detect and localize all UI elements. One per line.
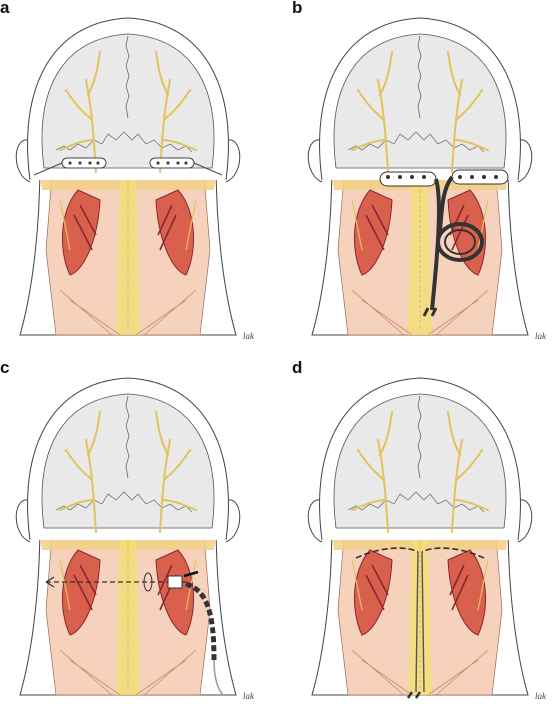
artist-signature: lak <box>243 691 254 701</box>
left-ear <box>307 139 323 183</box>
panel-b-label: b <box>292 0 303 17</box>
left-lead <box>355 547 419 559</box>
skull <box>333 33 507 169</box>
right-occipital-nerve <box>155 411 197 533</box>
right-ear <box>225 499 241 543</box>
left-occipital-nerve <box>351 51 393 173</box>
panel-a-label: a <box>0 0 10 17</box>
right-ear <box>517 139 533 183</box>
artist-signature: lak <box>535 331 546 341</box>
left-ear <box>307 499 323 543</box>
artist-signature: lak <box>535 691 546 701</box>
right-muscle <box>155 189 195 276</box>
panel-d-illustration <box>307 377 533 699</box>
left-ear <box>15 499 31 543</box>
insertion-arrow <box>183 570 199 578</box>
left-occipital-nerve <box>59 51 101 173</box>
right-occipital-nerve <box>155 51 197 173</box>
panel-a: a lak <box>0 0 256 345</box>
artist-signature: lak <box>243 331 254 341</box>
skull <box>333 393 507 529</box>
right-occipital-nerve <box>447 51 489 173</box>
lead-trunk <box>415 551 425 693</box>
lead-cable <box>430 178 441 311</box>
left-occipital-nerve <box>351 411 393 533</box>
skull <box>41 33 215 169</box>
panel-c-label: c <box>0 358 10 377</box>
lead-coil <box>436 222 484 262</box>
panel-d: d lak <box>292 358 548 705</box>
right-occipital-nerve <box>447 411 489 533</box>
right-muscle <box>447 549 487 636</box>
left-muscle <box>353 549 393 636</box>
right-ear <box>517 499 533 543</box>
panel-c-illustration <box>15 377 241 697</box>
left-muscle <box>61 189 101 276</box>
panel-d-label: d <box>292 358 303 377</box>
left-occipital-nerve <box>59 411 101 533</box>
right-lead <box>421 547 485 559</box>
panel-b-illustration <box>307 17 533 336</box>
left-muscle <box>61 549 101 636</box>
external-lead <box>185 581 217 661</box>
panel-b: b lak <box>292 0 548 345</box>
left-muscle <box>353 189 393 276</box>
panel-a-illustration <box>15 17 241 336</box>
panel-c: c lak <box>0 358 256 705</box>
left-paddle-lead <box>379 171 437 187</box>
left-ear <box>15 139 31 183</box>
skull <box>41 393 215 529</box>
right-ear <box>225 139 241 183</box>
